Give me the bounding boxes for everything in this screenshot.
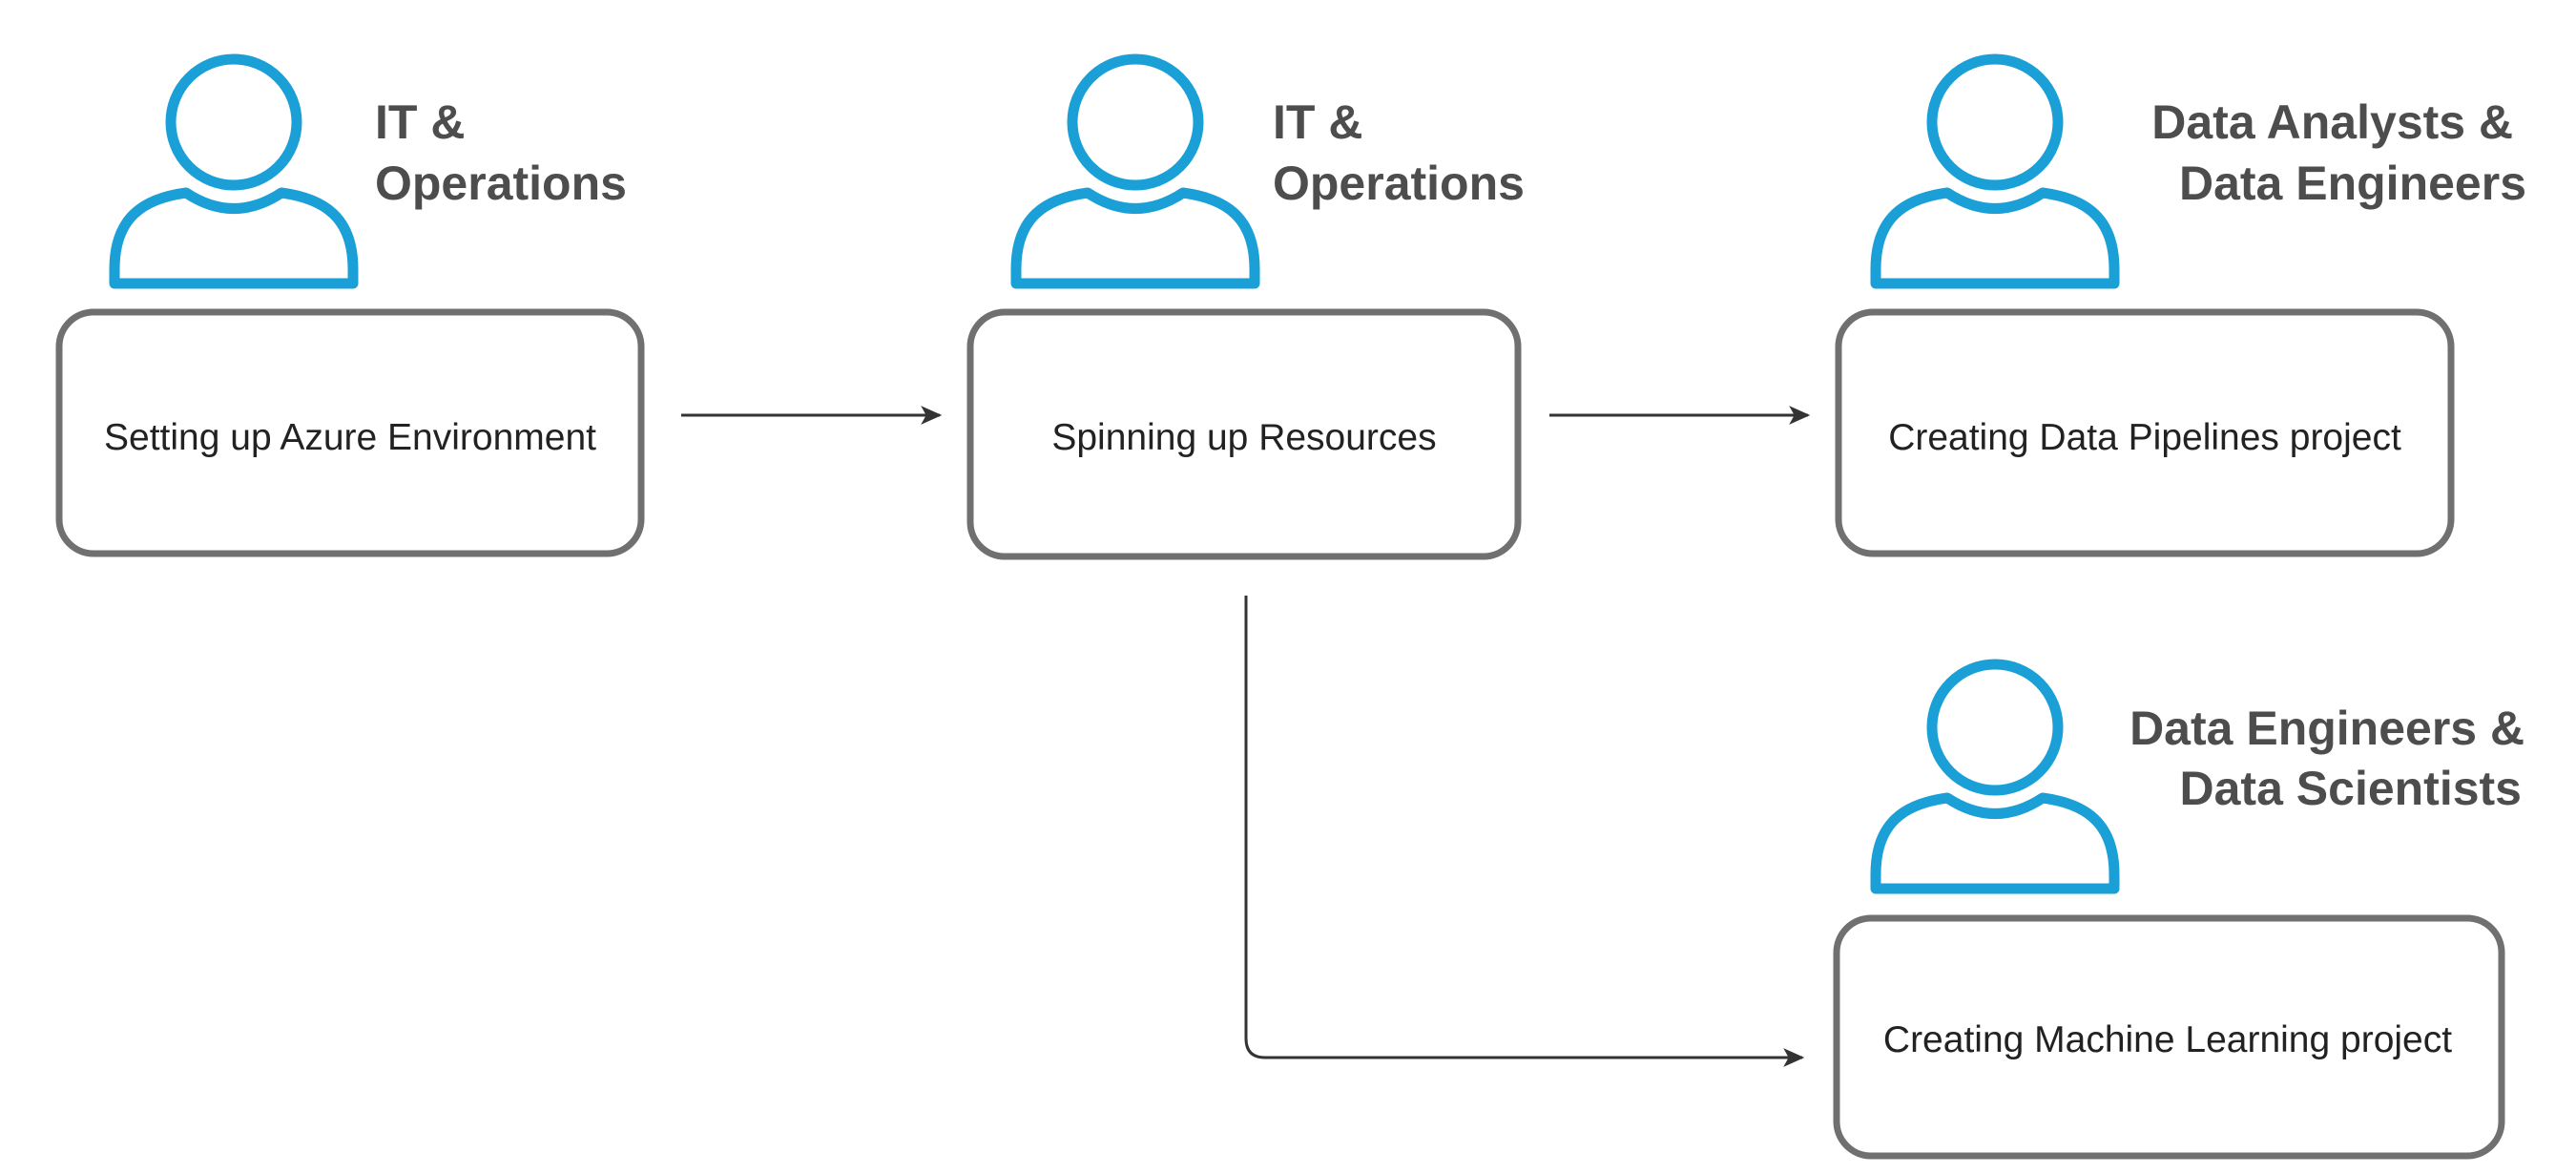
step-box: [1833, 914, 2505, 1160]
user-icon: [1870, 659, 2120, 894]
step-label: Creating Data Pipelines project: [1888, 417, 2401, 458]
step-box: [966, 308, 1522, 560]
step-label: Spinning up Resources: [1051, 417, 1436, 458]
persona-line-1: IT &: [375, 95, 465, 149]
persona-line-1: Data Analysts &: [2151, 95, 2513, 149]
step-setup: IT & Operations Setting up Azure Environ…: [55, 53, 645, 557]
user-icon: [1870, 53, 2120, 289]
step-label: Creating Machine Learning project: [1883, 1019, 2452, 1060]
persona-label: Data Analysts & Data Engineers: [2151, 95, 2526, 210]
persona-line-1: IT &: [1273, 95, 1362, 149]
step-box: [1835, 308, 2455, 557]
arrow-resources-to-ml: [1244, 596, 1805, 1067]
persona-label: IT & Operations: [1273, 95, 1525, 210]
step-box: [55, 308, 645, 557]
user-icon: [109, 53, 359, 289]
step-resources: IT & Operations Spinning up Resources: [966, 53, 1525, 560]
persona-line-1: Data Engineers &: [2129, 702, 2524, 755]
persona-line-2: Data Scientists: [2180, 762, 2522, 815]
persona-line-2: Operations: [1273, 157, 1525, 210]
step-label: Setting up Azure Environment: [104, 417, 596, 458]
persona-label: IT & Operations: [375, 95, 627, 210]
persona-label: Data Engineers & Data Scientists: [2129, 702, 2538, 815]
step-pipelines: Data Analysts & Data Engineers Creating …: [1835, 53, 2526, 557]
user-icon: [1010, 53, 1260, 289]
step-ml: Data Engineers & Data Scientists Creatin…: [1833, 659, 2538, 1160]
persona-line-2: Data Engineers: [2179, 157, 2526, 210]
persona-line-2: Operations: [375, 157, 627, 210]
